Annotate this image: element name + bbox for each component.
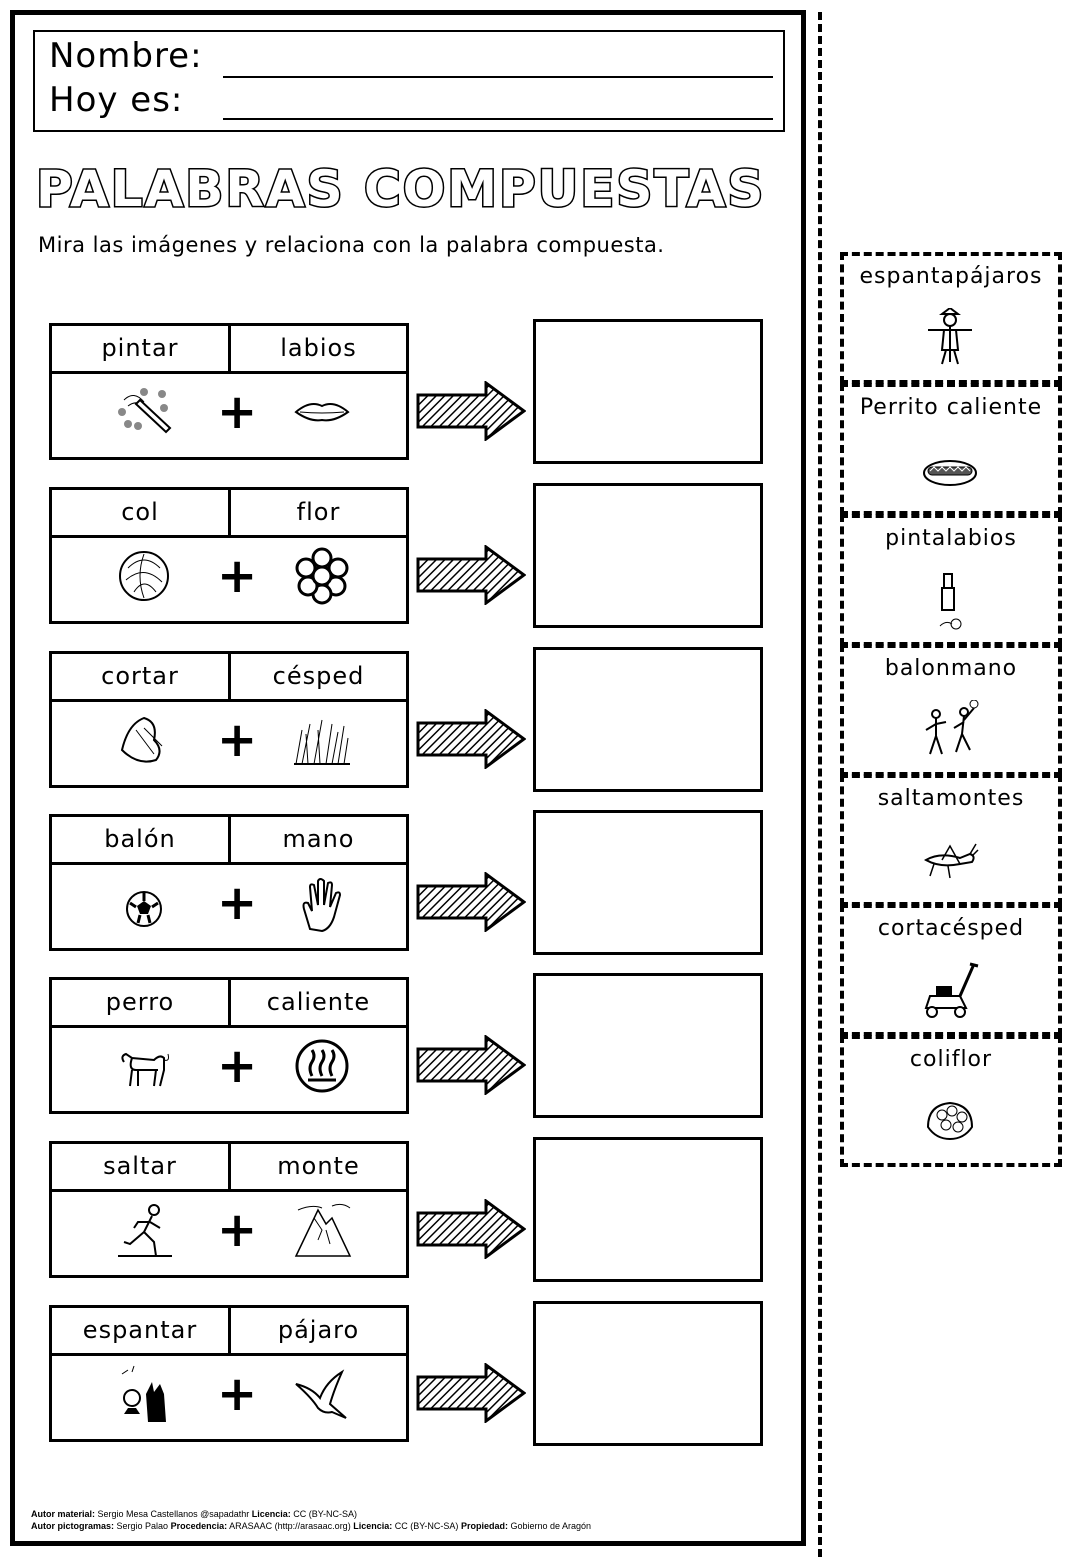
arrow-icon [416,708,527,773]
grass-icon [294,719,350,765]
arrow-icon [416,544,527,609]
hand-icon [302,878,342,933]
name-date-box: Nombre: Hoy es: [33,30,785,132]
compound-word-tile[interactable]: espantapájaros [840,252,1062,384]
word-pair-header: cortar césped [52,654,406,702]
answer-box[interactable] [533,1137,763,1282]
tile-word: Perrito caliente [859,395,1043,420]
answer-box[interactable] [533,973,763,1118]
scare-icon [121,1365,166,1422]
word-pair-card: col flor + [49,487,409,624]
grasshopper-icon [923,843,979,879]
compound-word-tile[interactable]: balonmano [840,644,1062,776]
plus-sign: + [217,1038,258,1094]
compound-word-tile[interactable]: cortacésped [840,904,1062,1036]
word-pair-header: pintar labios [52,326,406,374]
tile-word: pintalabios [885,526,1017,551]
cut-icon [120,716,163,763]
first-word: balón [52,817,231,862]
word-pair-card: saltar monte + [49,1141,409,1278]
second-word: césped [272,662,365,690]
lips-icon [294,403,350,422]
scarecrow-icon [928,308,972,365]
name-line[interactable] [223,76,773,78]
runner-icon [118,1204,172,1257]
second-word: flor [296,498,341,526]
first-word: cortar [52,654,231,699]
credits: Autor material: Sergio Mesa Castellanos … [31,1509,592,1531]
lawnmower-icon [924,962,979,1018]
word-pair-card: balón mano + [49,814,409,951]
plus-sign: + [217,1366,258,1422]
compound-word-tile[interactable]: pintalabios [840,514,1062,646]
arrow-icon [416,1362,527,1427]
second-word: pájaro [277,1316,360,1344]
bird-icon [295,1369,347,1419]
name-label: Nombre: [49,36,203,76]
plus-sign: + [217,1202,258,1258]
tile-word: cortacésped [877,916,1025,941]
paint-icon [118,388,172,434]
compound-word-tile[interactable]: Perrito caliente [840,383,1062,515]
compound-word-tile[interactable]: saltamontes [840,774,1062,906]
word-pair-card: perro caliente + [49,977,409,1114]
word-pair-header: col flor [52,490,406,538]
flower-icon [295,547,349,605]
second-word: caliente [266,988,371,1016]
tile-word: saltamontes [877,786,1025,811]
lipstick-icon [939,573,962,630]
cabbage-icon [119,551,169,601]
arrow-icon [416,1034,527,1099]
date-label: Hoy es: [49,80,184,120]
arrow-icon [416,380,527,445]
answer-box[interactable] [533,810,763,955]
mountain-icon [294,1203,352,1257]
arrow-icon [416,1198,527,1263]
word-pair-card: pintar labios + [49,323,409,460]
tile-word: espantapájaros [859,264,1043,289]
word-pair-card: espantar pájaro + [49,1305,409,1442]
first-word: pintar [52,326,231,371]
second-word: mano [282,825,355,853]
answer-box[interactable] [533,483,763,628]
plus-sign: + [217,712,258,768]
hotdog-icon [923,460,977,486]
worksheet [10,10,806,1546]
word-pair-header: perro caliente [52,980,406,1028]
first-word: espantar [52,1308,231,1353]
plus-sign: + [217,384,258,440]
second-word: labios [280,334,357,362]
first-word: perro [52,980,231,1025]
first-word: col [52,490,231,535]
ball-icon [126,891,162,927]
answer-box[interactable] [533,1301,763,1446]
plus-sign: + [217,548,258,604]
tile-word: coliflor [909,1047,993,1072]
word-pair-header: saltar monte [52,1144,406,1192]
first-word: saltar [52,1144,231,1189]
cut-line [818,12,822,1557]
word-pair-header: balón mano [52,817,406,865]
answer-box[interactable] [533,647,763,792]
date-line[interactable] [223,118,773,120]
compound-word-tile[interactable]: coliflor [840,1035,1062,1167]
handball-icon [925,700,979,755]
arrow-icon [416,871,527,936]
hot-icon [295,1039,349,1093]
tile-word: balonmano [884,656,1018,681]
plus-sign: + [217,875,258,931]
dog-icon [121,1052,169,1087]
answer-box[interactable] [533,319,763,464]
second-word: monte [277,1152,360,1180]
instruction-text: Mira las imágenes y relaciona con la pal… [38,233,665,257]
word-pair-header: espantar pájaro [52,1308,406,1356]
page-title: PALABRAS COMPUESTAS [34,159,766,220]
word-pair-card: cortar césped + [49,651,409,788]
cauliflower-icon [926,1101,974,1141]
